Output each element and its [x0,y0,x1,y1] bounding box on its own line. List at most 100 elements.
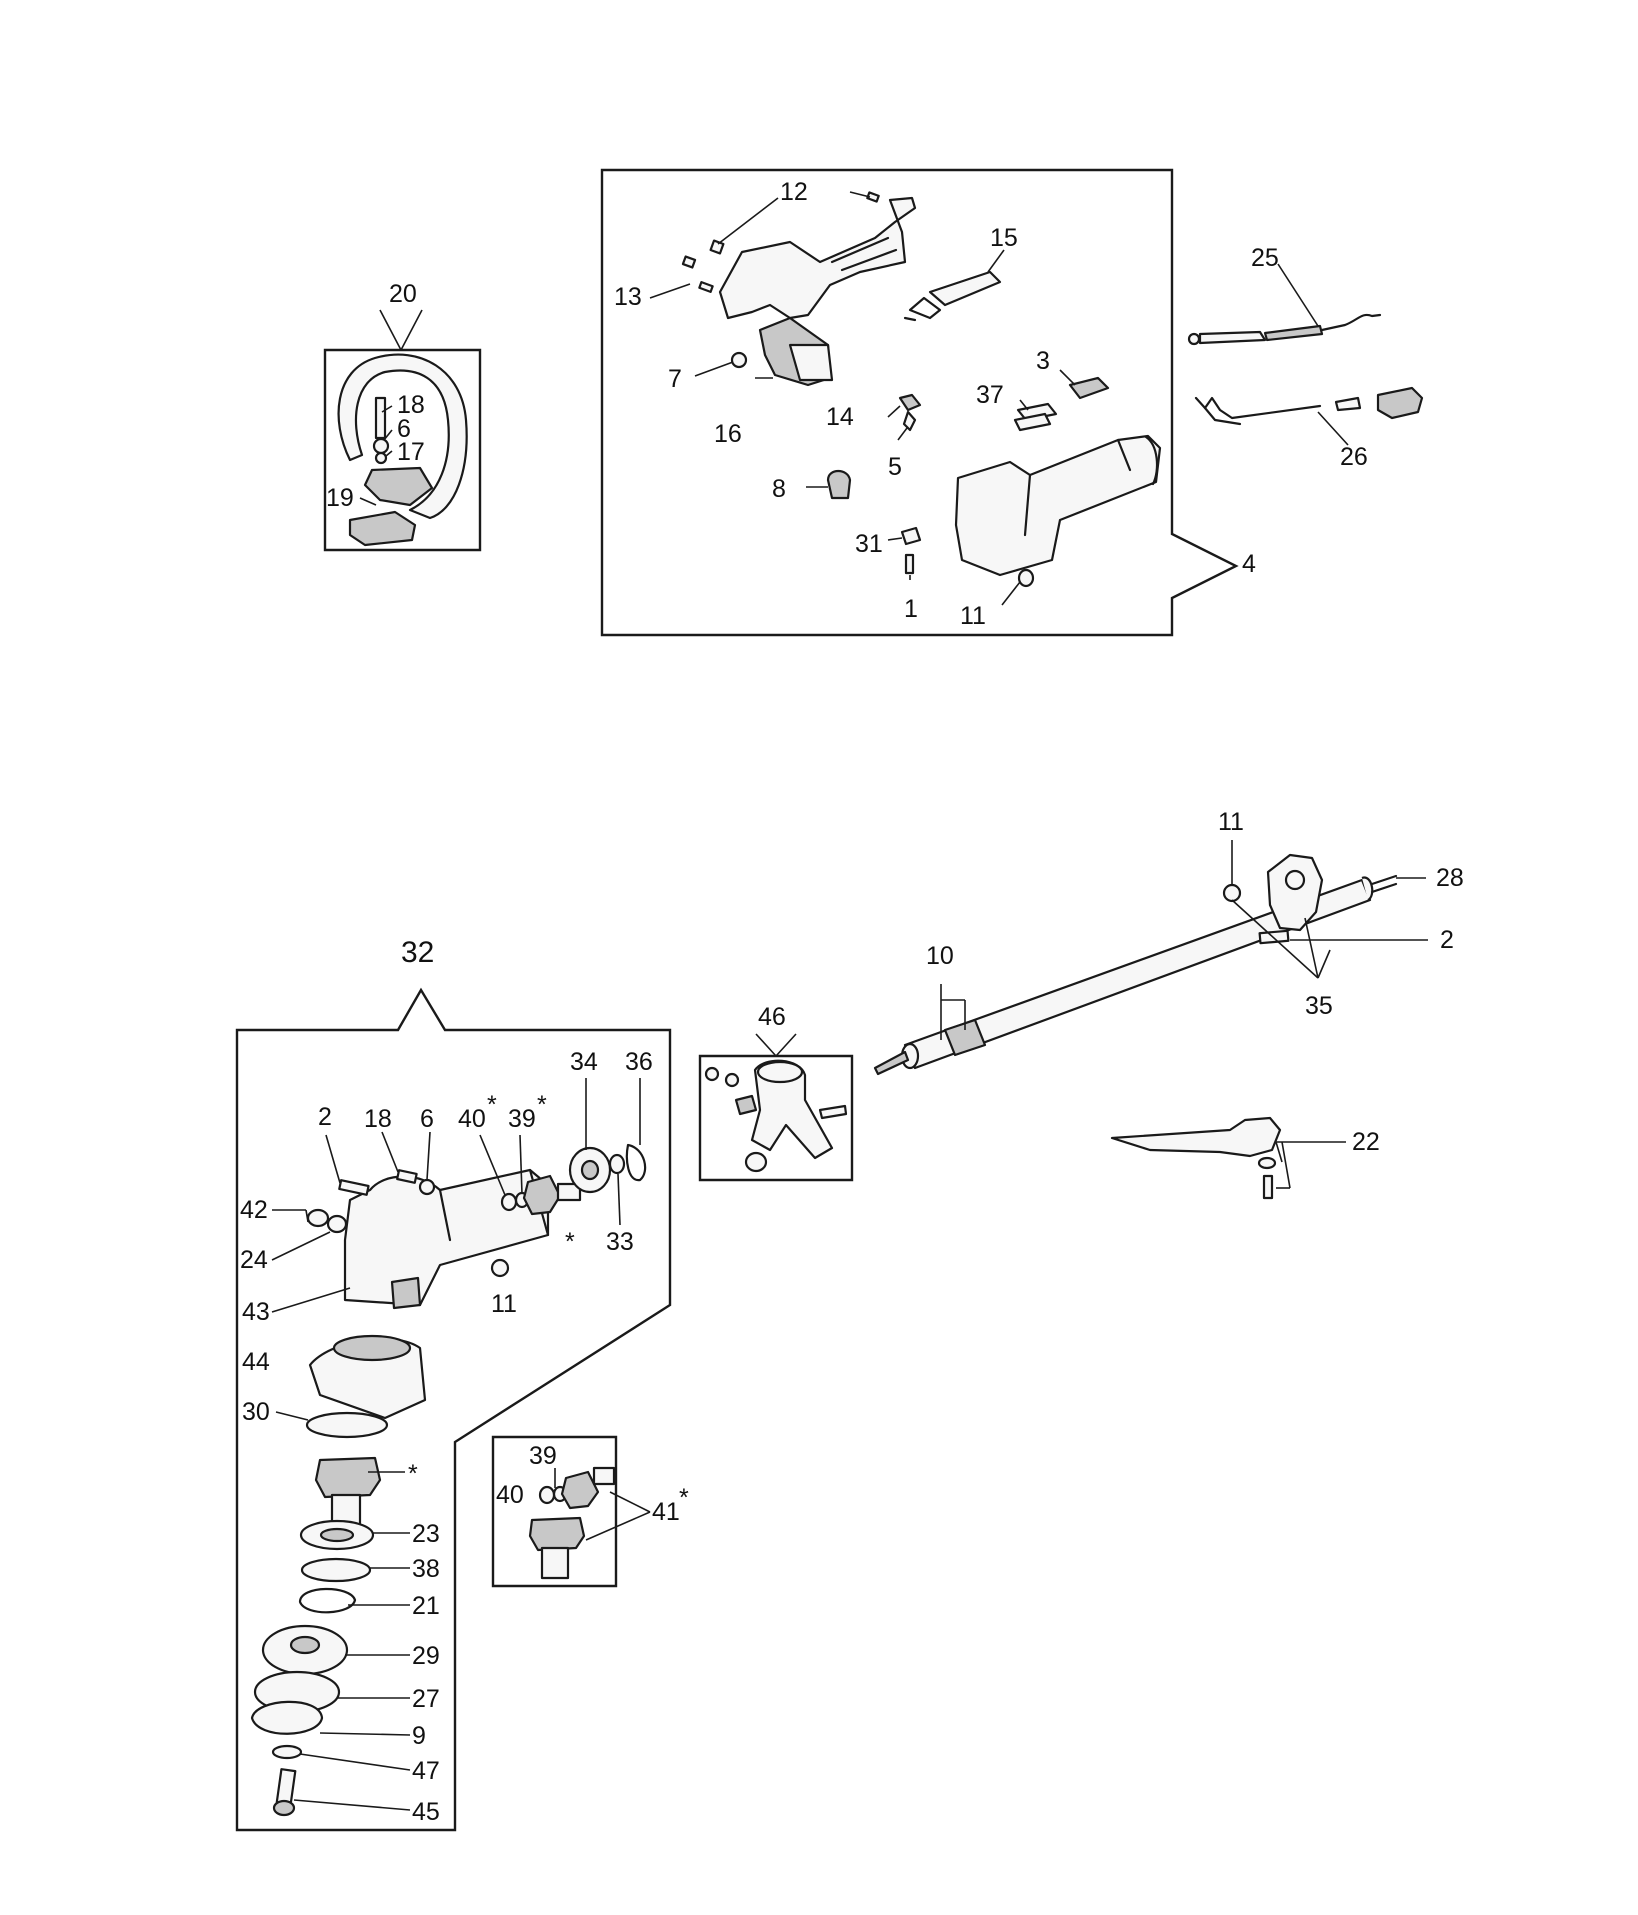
callout-6-head: 6 [420,1105,434,1133]
callout-21: 21 [412,1592,440,1620]
harness-clamp-frame [698,1054,854,1182]
callout-6: 6 [397,415,411,443]
gear-housing-43-part [343,1168,550,1307]
callout-18: 18 [397,391,425,419]
throttle-trigger-15-part [928,270,1002,307]
nut-11-head-part [490,1258,510,1278]
callout-2-head: 2 [318,1103,332,1131]
spring-7-part [730,351,748,369]
clamp-19-part [348,510,417,547]
callout-20: 20 [389,280,417,308]
cable-group: 25 26 [1187,244,1424,471]
connector-26-part [1376,386,1424,420]
callout-39-head: 39 [508,1105,536,1133]
callout-2-shaft: 2 [1440,926,1454,954]
handle-upper-half-part [718,196,917,320]
washer-38-part [300,1557,372,1583]
bevel-gear-star-part [314,1456,382,1499]
gear-set-frame [491,1435,618,1588]
callout-24: 24 [240,1246,268,1274]
washer-40-part [500,1192,518,1212]
callout-27: 27 [412,1685,440,1713]
gear-set-group: 39 40 41 * [491,1435,689,1588]
harness-clamp-group: 46 [698,1003,854,1182]
callout-42: 42 [240,1196,268,1224]
callout-36: 36 [625,1048,653,1076]
callout-22: 22 [1352,1128,1380,1156]
callout-29: 29 [412,1642,440,1670]
callout-35: 35 [1305,992,1333,1020]
handle-lower-half-part [954,434,1162,577]
callout-38: 38 [412,1555,440,1583]
callout-45: 45 [412,1798,440,1826]
callout-10: 10 [926,942,954,970]
screw-18-head-part [396,1169,418,1184]
washer-40-set-part [538,1485,556,1505]
callout-47: 47 [412,1757,440,1785]
callout-44: 44 [242,1348,270,1376]
clip-8-part [826,469,852,500]
screw-22-part [1262,1174,1274,1200]
star-mark-bevel: * [408,1460,418,1488]
callout-39-set: 39 [529,1442,557,1470]
callout-28: 28 [1436,864,1464,892]
washer-33-part [608,1153,626,1175]
callout-13: 13 [614,283,642,311]
switch-3-part [1068,376,1110,400]
callout-31: 31 [855,530,883,558]
callout-32: 32 [401,936,434,969]
clamp-housing-35-part [1266,853,1324,932]
callout-46: 46 [758,1003,786,1031]
washer-24-part [326,1214,348,1234]
callout-4: 4 [1242,550,1256,578]
callout-40-head: 40 [458,1105,486,1133]
nut-11-shaft-part [1222,883,1242,903]
callout-11-head: 11 [491,1290,517,1318]
lever-22-part [1110,1116,1282,1158]
callout-8: 8 [772,475,786,503]
callout-11-shaft: 11 [1218,808,1244,836]
callout-40-set: 40 [496,1481,524,1509]
circlip-21-part [298,1587,357,1614]
harness-clamp-part [750,1059,834,1160]
callout-34: 34 [570,1048,598,1076]
rear-handle-group: 12 13 15 7 16 3 37 14 5 8 31 1 11 4 [600,168,1256,637]
ring-30-part [305,1411,389,1439]
circlip-36-part [625,1143,647,1182]
callout-3: 3 [1036,347,1050,375]
callout-16: 16 [714,420,742,448]
rear-handle-frame [600,168,1239,637]
cup-9-part [250,1700,324,1735]
contact-37-part [1016,402,1058,422]
callout-14: 14 [826,403,854,431]
star-mark-40: * [487,1091,497,1119]
loop-handle-clamp-upper [363,466,434,507]
callout-43: 43 [242,1298,270,1326]
callout-12: 12 [780,178,808,206]
washer-6-part [418,1178,436,1196]
callout-7: 7 [668,365,682,393]
cable-25-part [1198,330,1267,345]
pinion-gear-part [522,1174,562,1216]
callout-37: 37 [976,381,1004,409]
lever-14-part [898,393,922,412]
callout-17: 17 [397,438,425,466]
callout-1: 1 [904,595,918,623]
callout-25: 25 [1251,244,1279,272]
star-mark-39: * [537,1091,547,1119]
loop-handle-frame [323,348,482,552]
callout-23: 23 [412,1520,440,1548]
callout-41: 41 [652,1498,680,1526]
star-mark-41: * [679,1484,689,1512]
loop-handle-group: 20 18 6 17 19 [323,280,482,552]
nut-42-part [306,1208,330,1228]
bevel-gear-set-part [528,1516,586,1552]
cable-26-part [1203,406,1242,426]
callout-9: 9 [412,1722,426,1750]
loop-handle-part [337,353,468,520]
drive-shaft-group: 11 28 2 35 10 [873,808,1464,1076]
callout-26: 26 [1340,443,1368,471]
callout-15: 15 [990,224,1018,252]
pin-5-part [902,410,917,432]
